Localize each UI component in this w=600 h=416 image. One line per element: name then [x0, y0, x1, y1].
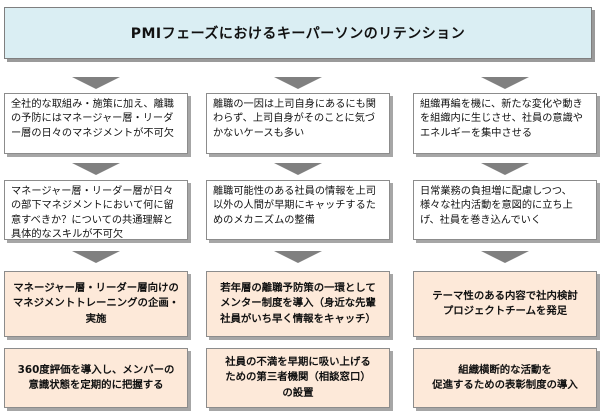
- detail-box-2: 離職可能性のある社員の情報を上司以外の人間が早期にキャッチするためのメカニズムの…: [206, 180, 390, 240]
- action-box-1a: マネージャー層・リーダー層向けの マネジメントトレーニングの企画・ 実施: [4, 271, 188, 337]
- action-text-2a: 若年層の離職予防策の一環として メンター制度を導入（身近な先輩 社員がいち早く情…: [220, 282, 376, 325]
- issue-box-3: 組織再編を機に、新たな変化や動きを組織内に生じさせ、社員の意識やエネルギーを集中…: [413, 93, 597, 154]
- issue-box-2: 離職の一因は上司自身にあるにも関わらず、上司自身がそのことに気づかないケースも多…: [206, 93, 390, 154]
- arrow-issue-detail-3: [481, 163, 529, 175]
- action-text-1a: マネージャー層・リーダー層向けの マネジメントトレーニングの企画・ 実施: [12, 282, 180, 325]
- detail-text-1: マネージャー層・リーダー層が日々の部下マネジメントにおいて何に留意すべきか？につ…: [11, 186, 174, 241]
- action-box-3b: 組織横断的な活動を 促進するための表彰制度の導入: [413, 348, 597, 408]
- arrow-title-col1: [72, 77, 120, 89]
- arrow-issue-detail-1: [72, 163, 120, 175]
- detail-text-3: 日常業務の負担増に配慮しつつ、様々な社内活動を意図的に立ち上げ、社員を巻き込んで…: [420, 186, 573, 226]
- action-box-3a: テーマ性のある内容で社内検討 プロジェクトチームを発足: [413, 271, 597, 337]
- action-text-2b: 社員の不満を早期に吸い上げる ための第三者機関（相談窓口） の設置: [225, 356, 371, 399]
- arrow-title-col3: [481, 77, 529, 89]
- action-box-2a: 若年層の離職予防策の一環として メンター制度を導入（身近な先輩 社員がいち早く情…: [206, 271, 390, 337]
- action-text-1b: 360度評価を導入し、メンバーの 意識状態を定期的に把握する: [17, 363, 175, 391]
- page-title-text: PMIフェーズにおけるキーパーソンのリテンション: [130, 26, 466, 42]
- page-title: PMIフェーズにおけるキーパーソンのリテンション: [4, 7, 592, 59]
- action-box-1b: 360度評価を導入し、メンバーの 意識状態を定期的に把握する: [4, 348, 188, 408]
- issue-box-1: 全社的な取組み・施策に加え、離職の予防にはマネージャー層・リーダー層の日々のマネ…: [4, 93, 188, 154]
- action-box-2b: 社員の不満を早期に吸い上げる ための第三者機関（相談窓口） の設置: [206, 348, 390, 408]
- detail-text-2: 離職可能性のある社員の情報を上司以外の人間が早期にキャッチするためのメカニズムの…: [213, 186, 376, 226]
- action-text-3b: 組織横断的な活動を 促進するための表彰制度の導入: [432, 363, 578, 391]
- detail-box-1: マネージャー層・リーダー層が日々の部下マネジメントにおいて何に留意すべきか？につ…: [4, 180, 188, 240]
- issue-text-3: 組織再編を機に、新たな変化や動きを組織内に生じさせ、社員の意識やエネルギーを集中…: [420, 99, 583, 139]
- arrow-title-col2: [274, 77, 322, 89]
- detail-box-3: 日常業務の負担増に配慮しつつ、様々な社内活動を意図的に立ち上げ、社員を巻き込んで…: [413, 180, 597, 240]
- arrow-issue-detail-2: [274, 163, 322, 175]
- arrow-detail-action-3: [481, 251, 529, 263]
- issue-text-1: 全社的な取組み・施策に加え、離職の予防にはマネージャー層・リーダー層の日々のマネ…: [11, 99, 174, 139]
- issue-text-2: 離職の一因は上司自身にあるにも関わらず、上司自身がそのことに気づかないケースも多…: [213, 99, 376, 139]
- action-text-3a: テーマ性のある内容で社内検討 プロジェクトチームを発足: [432, 289, 578, 317]
- arrow-detail-action-2: [274, 251, 322, 263]
- arrow-detail-action-1: [72, 251, 120, 263]
